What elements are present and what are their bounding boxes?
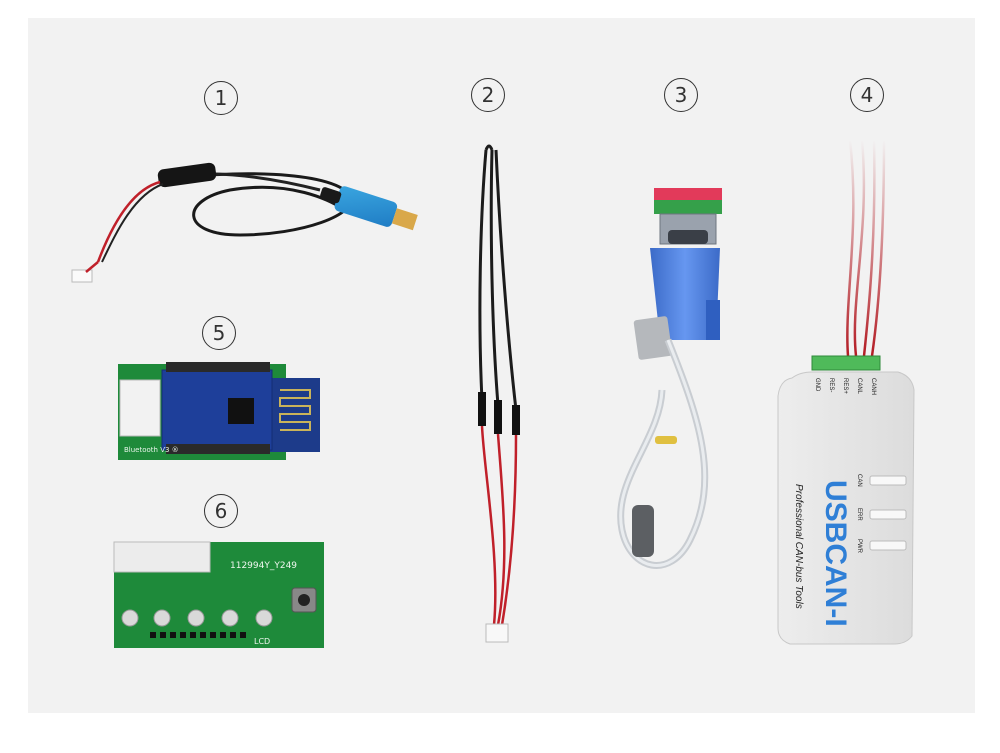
usbcan-brand: USBCAN-I: [819, 480, 852, 627]
usbcan-tagline: Professional CAN-bus Tools: [793, 484, 804, 609]
item-number-6: 6: [204, 494, 238, 528]
terminal-canl: CANL: [856, 378, 862, 395]
terminal-canh: CANH: [870, 378, 876, 395]
display-key-board: [113, 541, 324, 648]
terminal-res-plus: RES+: [842, 378, 848, 394]
usbcan-adapter: [777, 139, 915, 645]
bluetooth-silkscreen: Bluetooth V3 ®: [124, 446, 179, 454]
led-can: CAN: [856, 474, 862, 487]
terminal-res-minus: RES-: [828, 378, 834, 392]
item-number-2: 2: [471, 78, 505, 112]
board-lcd-label: LCD: [254, 637, 270, 646]
usb-serial-cable: [71, 162, 418, 283]
led-err: ERR: [856, 508, 862, 521]
item-number-1: 1: [204, 81, 238, 115]
wire-harness: [478, 144, 520, 643]
terminal-gnd: GND: [814, 378, 820, 392]
bluetooth-module-board: [118, 362, 320, 460]
item-number-5: 5: [202, 316, 236, 350]
led-pwr: PWR: [856, 539, 862, 554]
usb-rs485-adapter: [617, 188, 722, 569]
item-number-3: 3: [664, 78, 698, 112]
item-number-4: 4: [850, 78, 884, 112]
board-part-code: 112994Y_Y249: [230, 561, 297, 571]
